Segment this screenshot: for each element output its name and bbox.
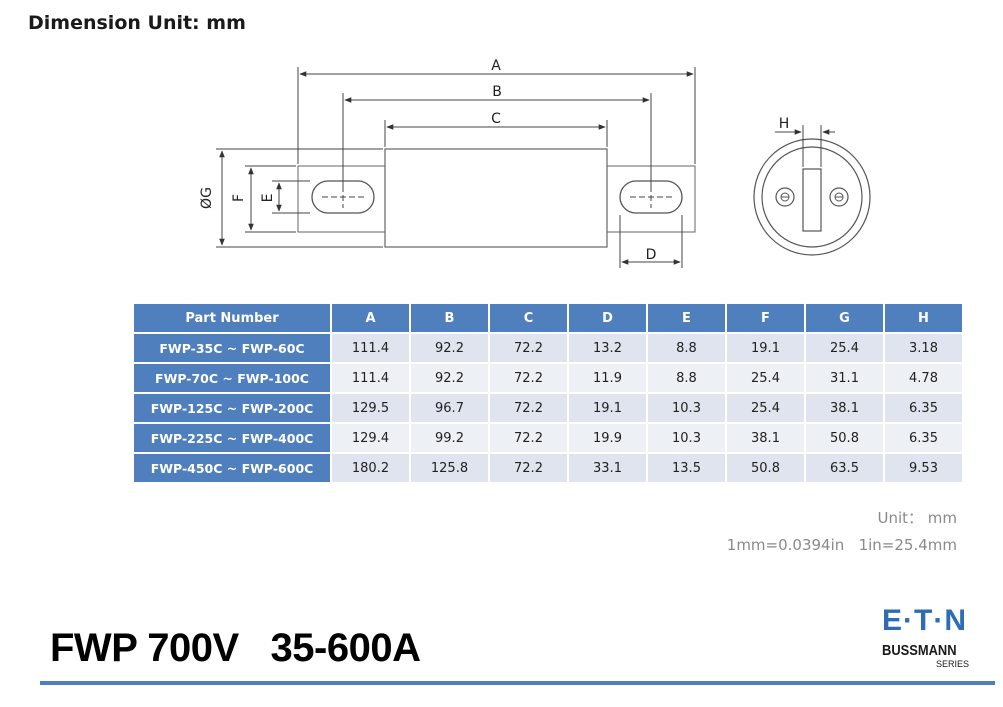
table-cell: 129.4 bbox=[332, 424, 409, 452]
table-cell: 38.1 bbox=[806, 394, 883, 422]
header-b: B bbox=[411, 304, 488, 332]
table-cell: 13.2 bbox=[569, 334, 646, 362]
table-cell: 180.2 bbox=[332, 454, 409, 482]
header-h: H bbox=[885, 304, 962, 332]
table-cell: 111.4 bbox=[332, 334, 409, 362]
bottom-divider bbox=[40, 681, 995, 685]
table-cell: 10.3 bbox=[648, 394, 725, 422]
dim-label-c: C bbox=[491, 111, 501, 127]
table-row: FWP-225C ~ FWP-400C 129.4 99.2 72.2 19.9… bbox=[134, 424, 962, 452]
table-cell: 19.1 bbox=[569, 394, 646, 422]
table-cell: 25.4 bbox=[806, 334, 883, 362]
dim-label-e: E bbox=[260, 194, 276, 203]
table-cell: 63.5 bbox=[806, 454, 883, 482]
fuse-dimension-drawing: A B C D ØG F E H bbox=[199, 58, 871, 268]
header-c: C bbox=[490, 304, 567, 332]
table-row: FWP-450C ~ FWP-600C 180.2 125.8 72.2 33.… bbox=[134, 454, 962, 482]
table-cell: 50.8 bbox=[727, 454, 804, 482]
table-cell: 13.5 bbox=[648, 454, 725, 482]
table-cell: 72.2 bbox=[490, 334, 567, 362]
part-number-cell: FWP-450C ~ FWP-600C bbox=[134, 454, 330, 482]
bussmann-logo: BUSSMANN bbox=[882, 642, 957, 659]
table-header-row: Part Number A B C D E F G H bbox=[134, 304, 962, 332]
product-title: FWP 700V 35-600A bbox=[50, 626, 421, 670]
table-cell: 25.4 bbox=[727, 394, 804, 422]
table-cell: 129.5 bbox=[332, 394, 409, 422]
table-row: FWP-125C ~ FWP-200C 129.5 96.7 72.2 19.1… bbox=[134, 394, 962, 422]
table-cell: 25.4 bbox=[727, 364, 804, 392]
dimension-unit-heading: Dimension Unit: mm bbox=[28, 12, 246, 34]
table-cell: 19.9 bbox=[569, 424, 646, 452]
table-cell: 72.2 bbox=[490, 454, 567, 482]
dim-label-b: B bbox=[492, 84, 502, 100]
dim-label-a: A bbox=[491, 58, 501, 74]
table-cell: 125.8 bbox=[411, 454, 488, 482]
table-cell: 72.2 bbox=[490, 364, 567, 392]
table-cell: 92.2 bbox=[411, 334, 488, 362]
header-f: F bbox=[727, 304, 804, 332]
conversion-note: 1mm=0.0394in 1in=25.4mm bbox=[726, 536, 957, 554]
unit-note: Unit： mm bbox=[877, 509, 957, 527]
dim-label-h: H bbox=[779, 116, 790, 132]
table-cell: 33.1 bbox=[569, 454, 646, 482]
table-cell: 50.8 bbox=[806, 424, 883, 452]
table-cell: 6.35 bbox=[885, 424, 962, 452]
table-cell: 8.8 bbox=[648, 364, 725, 392]
table-cell: 96.7 bbox=[411, 394, 488, 422]
dimension-table: Part Number A B C D E F G H FWP-35C ~ FW… bbox=[132, 302, 964, 484]
fuse-end-view bbox=[753, 138, 871, 256]
table-cell: 31.1 bbox=[806, 364, 883, 392]
header-part-number: Part Number bbox=[134, 304, 330, 332]
eaton-logo: E·T·N bbox=[882, 604, 967, 637]
table-cell: 3.18 bbox=[885, 334, 962, 362]
table-cell: 111.4 bbox=[332, 364, 409, 392]
part-number-cell: FWP-225C ~ FWP-400C bbox=[134, 424, 330, 452]
table-row: FWP-70C ~ FWP-100C 111.4 92.2 72.2 11.9 … bbox=[134, 364, 962, 392]
table-cell: 19.1 bbox=[727, 334, 804, 362]
table-cell: 10.3 bbox=[648, 424, 725, 452]
series-label: SERIES bbox=[936, 659, 970, 669]
table-cell: 92.2 bbox=[411, 364, 488, 392]
part-number-cell: FWP-125C ~ FWP-200C bbox=[134, 394, 330, 422]
table-cell: 72.2 bbox=[490, 394, 567, 422]
table-row: FWP-35C ~ FWP-60C 111.4 92.2 72.2 13.2 8… bbox=[134, 334, 962, 362]
dim-label-f: F bbox=[231, 194, 247, 202]
fuse-body bbox=[384, 148, 608, 248]
part-number-cell: FWP-70C ~ FWP-100C bbox=[134, 364, 330, 392]
table-cell: 38.1 bbox=[727, 424, 804, 452]
table-cell: 11.9 bbox=[569, 364, 646, 392]
table-cell: 9.53 bbox=[885, 454, 962, 482]
table-cell: 99.2 bbox=[411, 424, 488, 452]
header-e: E bbox=[648, 304, 725, 332]
table-cell: 6.35 bbox=[885, 394, 962, 422]
header-d: D bbox=[569, 304, 646, 332]
part-number-cell: FWP-35C ~ FWP-60C bbox=[134, 334, 330, 362]
table-cell: 72.2 bbox=[490, 424, 567, 452]
header-g: G bbox=[806, 304, 883, 332]
dim-label-g: ØG bbox=[199, 187, 215, 209]
dim-label-d: D bbox=[646, 247, 657, 263]
table-cell: 8.8 bbox=[648, 334, 725, 362]
table-cell: 4.78 bbox=[885, 364, 962, 392]
header-a: A bbox=[332, 304, 409, 332]
